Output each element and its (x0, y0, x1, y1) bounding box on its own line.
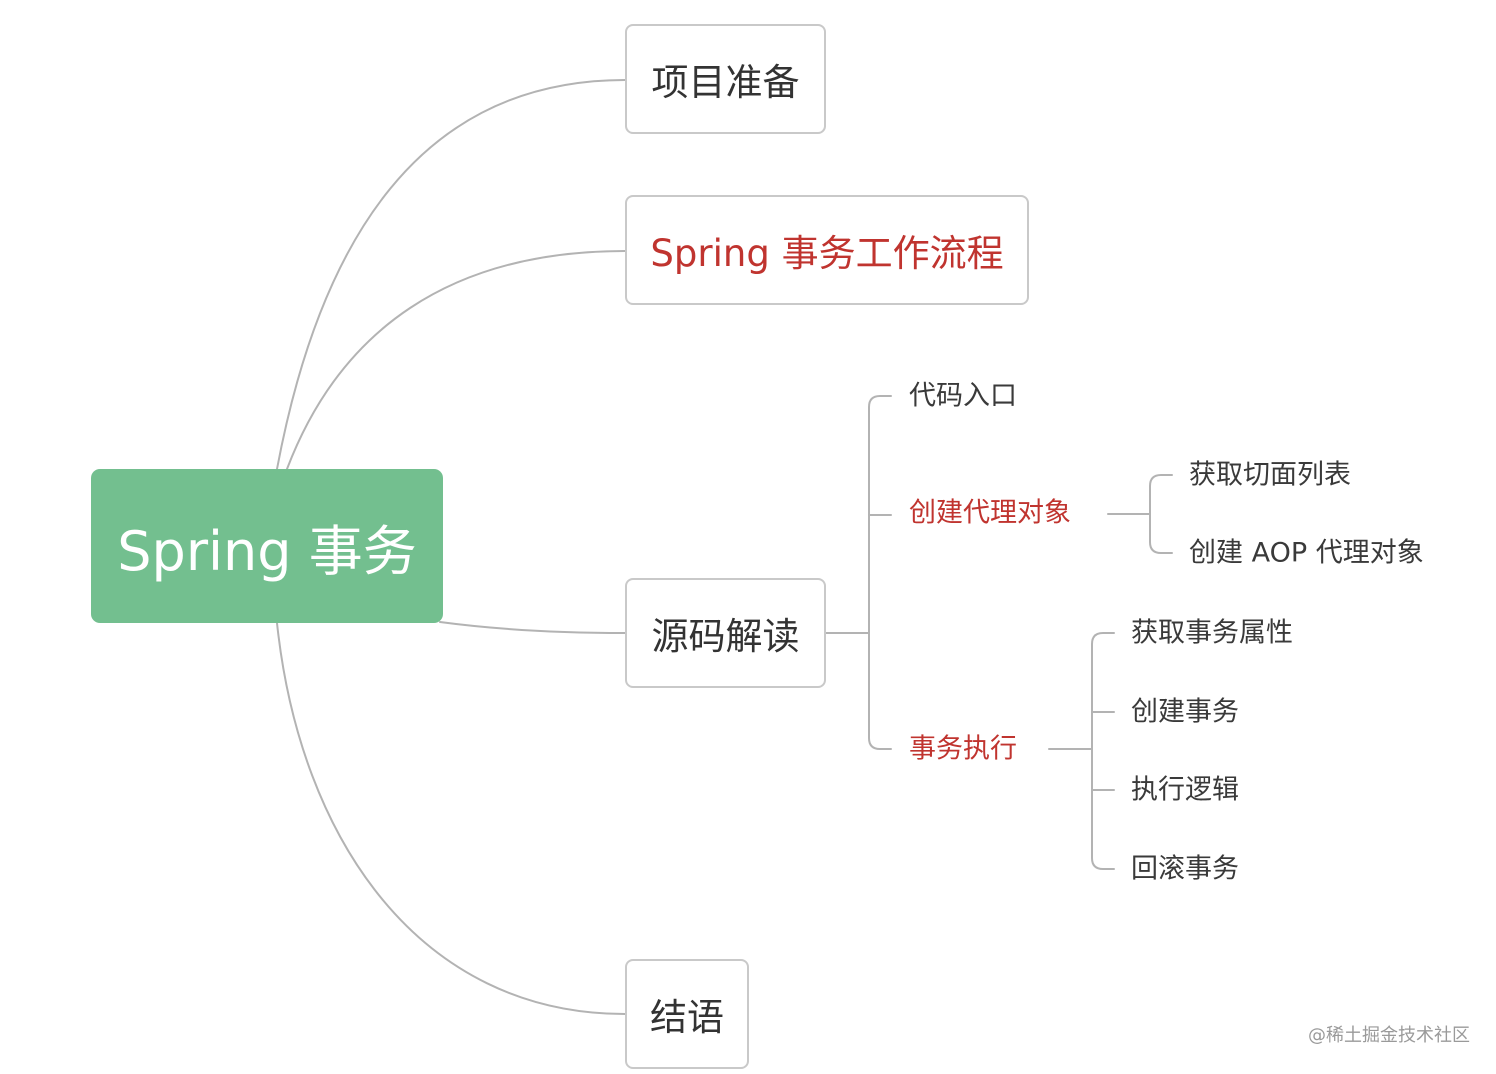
root-topic[interactable]: Spring 事务 (91, 469, 443, 623)
subtopic-create-aop-proxy[interactable]: 创建 AOP 代理对象 (1189, 537, 1424, 569)
connector-proxy-get-advisors (1149, 474, 1173, 515)
topic-project-prep[interactable]: 项目准备 (625, 24, 826, 134)
subtopic-code-entry[interactable]: 代码入口 (909, 380, 1017, 412)
subtopic-rollback-tx[interactable]: 回滚事务 (1131, 853, 1239, 885)
subtopic-get-advisors[interactable]: 获取切面列表 (1189, 459, 1351, 491)
topic-source-reading[interactable]: 源码解读 (625, 578, 826, 688)
watermark: @稀土掘金技术社区 (1308, 1025, 1470, 1046)
topic-conclusion[interactable]: 结语 (625, 959, 749, 1069)
connector-exec-get-attribute (1091, 632, 1115, 750)
subtopic-get-tx-attribute[interactable]: 获取事务属性 (1131, 617, 1293, 649)
topic-workflow-label: Spring 事务工作流程 (650, 232, 1004, 275)
topic-conclusion-label: 结语 (650, 996, 724, 1039)
topic-workflow[interactable]: Spring 事务工作流程 (625, 195, 1029, 305)
connector-root-source (439, 621, 626, 634)
subtopic-create-tx[interactable]: 创建事务 (1131, 696, 1239, 728)
connector-source-code-entry (868, 395, 892, 634)
root-topic-label: Spring 事务 (117, 519, 417, 583)
topic-project-prep-label: 项目准备 (651, 61, 800, 104)
subtopic-create-proxy[interactable]: 创建代理对象 (909, 497, 1071, 529)
subtopic-execute-logic[interactable]: 执行逻辑 (1131, 774, 1239, 806)
connector-exec-rollback (1091, 748, 1115, 870)
connector-source-tx-exec (868, 632, 892, 750)
subtopic-tx-execution[interactable]: 事务执行 (909, 733, 1017, 765)
connector-root-conclusion (276, 622, 626, 1015)
connector-root-project-prep (276, 79, 626, 470)
connector-proxy-create-aop (1149, 513, 1173, 554)
connector-root-workflow (286, 250, 626, 470)
topic-source-reading-label: 源码解读 (651, 615, 800, 658)
